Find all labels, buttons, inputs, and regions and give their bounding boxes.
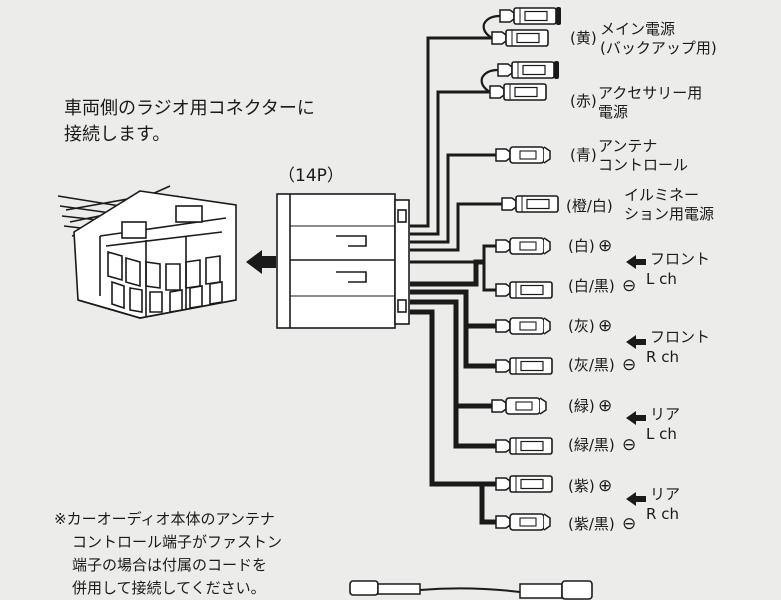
minus-symbol: ⊖ — [622, 435, 637, 455]
vehicle-connector — [57, 185, 237, 319]
plus-symbol: ⊕ — [598, 316, 613, 336]
speaker-front-r-minus: (灰/黒) — [568, 356, 615, 374]
speaker-rear-l-plus: (緑) — [568, 397, 595, 415]
plus-symbol: ⊕ — [598, 396, 613, 416]
lead-red-name-1: アクセサリー用 — [598, 84, 703, 102]
minus-symbol: ⊖ — [622, 355, 637, 375]
terminals — [489, 7, 561, 531]
lead-blue-color: (青) — [570, 146, 597, 164]
speaker-rear-r-plus: (紫) — [568, 477, 595, 495]
lead-yellow-color: (黄) — [570, 29, 597, 47]
speaker-rear-l-group-1: リア — [650, 405, 681, 423]
speaker-rear-r-group-1: リア — [650, 485, 681, 503]
note-line-4: 併用して接続してください。 — [72, 579, 266, 597]
lead-red-color: (赤) — [570, 92, 597, 110]
speaker-front-r-plus: (灰) — [568, 317, 595, 335]
lead-blue-name-1: アンテナ — [598, 137, 658, 155]
speaker-rear-r-minus: (紫/黒) — [568, 515, 615, 533]
speaker-front-r-group-2: R ch — [646, 348, 679, 366]
speaker-rear-l-minus: (緑/黒) — [568, 436, 615, 454]
group-arrows — [626, 255, 646, 506]
lead-red-name-2: 電源 — [598, 103, 629, 121]
lead-orange-name-1: イルミネー — [624, 186, 700, 204]
connect-arrow-icon — [246, 250, 276, 274]
plus-symbol: ⊕ — [598, 236, 613, 256]
note-line-3: 端子の場合は付属のコードを — [72, 556, 268, 574]
lead-yellow-name-2: (バックアップ用) — [600, 39, 717, 57]
intro-line-1: 車両側のラジオ用コネクターに — [64, 98, 315, 119]
lead-orange-color: (橙/白) — [566, 197, 613, 215]
minus-symbol: ⊖ — [622, 276, 637, 296]
intro-line-2: 接続します。 — [64, 124, 171, 145]
speaker-front-l-minus: (白/黒) — [568, 277, 615, 295]
lead-orange-name-2: ション用電源 — [624, 205, 715, 223]
connector-14p-label: （14P） — [278, 166, 344, 186]
speaker-rear-r-group-2: R ch — [646, 505, 679, 523]
speaker-front-l-group-1: フロント — [650, 250, 711, 268]
note-line-2: コントロール端子がファストン — [72, 533, 283, 551]
lead-blue-name-2: コントロール — [598, 156, 689, 174]
speaker-front-l-group-2: L ch — [646, 270, 677, 288]
note-line-1: ※カーオーディオ本体のアンテナ — [54, 510, 275, 528]
radio-connector-14p — [276, 193, 410, 329]
speaker-front-l-plus: (白) — [568, 237, 595, 255]
accessory-cord — [349, 580, 593, 600]
minus-symbol: ⊖ — [622, 514, 637, 534]
speaker-rear-l-group-2: L ch — [646, 425, 677, 443]
speaker-front-r-group-1: フロント — [650, 328, 711, 346]
plus-symbol: ⊕ — [598, 476, 613, 496]
lead-yellow-name-1: メイン電源 — [600, 20, 676, 38]
